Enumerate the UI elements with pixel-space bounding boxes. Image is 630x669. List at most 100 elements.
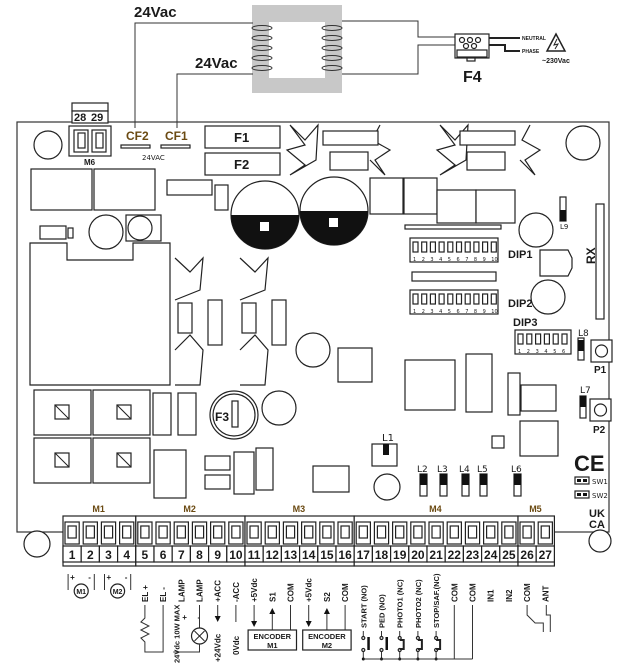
terminal-number-21[interactable]: 21: [429, 548, 443, 562]
lamp-plus: +: [182, 613, 187, 622]
terminal-number-6[interactable]: 6: [160, 548, 167, 562]
microcontroller: [404, 359, 456, 411]
dip-key[interactable]: [543, 333, 551, 345]
terminal-slot: [85, 525, 95, 539]
programming-header[interactable]: [465, 353, 493, 413]
dip-key[interactable]: [473, 241, 480, 253]
terminal-slot: [467, 525, 478, 539]
acc-plus-voltage: +24Vdc: [214, 633, 223, 662]
dip-position-label: 7: [465, 257, 468, 263]
p1-label: P1: [594, 365, 607, 376]
dip-key[interactable]: [534, 333, 542, 345]
nc-contact-icon: [399, 639, 405, 650]
terminal-number-14[interactable]: 14: [302, 548, 316, 562]
component: [459, 130, 516, 146]
dip-key[interactable]: [464, 241, 471, 253]
dip-key[interactable]: [490, 241, 497, 253]
terminal-29[interactable]: 29: [91, 112, 103, 124]
dip-key[interactable]: [490, 293, 497, 305]
dip-key[interactable]: [455, 241, 463, 253]
terminal-slot: [249, 525, 259, 539]
dip-key[interactable]: [552, 333, 559, 345]
terminal-number-1[interactable]: 1: [69, 548, 76, 562]
dip-key[interactable]: [473, 293, 480, 305]
dip-key[interactable]: [455, 293, 463, 305]
l7-label: L7: [580, 386, 591, 396]
component: [204, 474, 231, 490]
jumper-sw2[interactable]: [574, 490, 590, 499]
dip-key[interactable]: [412, 241, 419, 253]
terminal-slot: [540, 525, 551, 539]
terminal-number-20[interactable]: 20: [411, 548, 425, 562]
dip-key[interactable]: [429, 293, 436, 305]
dip-key[interactable]: [421, 241, 428, 253]
encoder-box: [302, 629, 352, 651]
dip-key[interactable]: [561, 333, 568, 345]
terminal-number-15[interactable]: 15: [320, 548, 334, 562]
pin-label-15: S2: [323, 592, 332, 602]
terminal-slot: [67, 525, 77, 539]
jumper-sw1[interactable]: [574, 476, 590, 485]
mains-connector-f4[interactable]: [454, 33, 490, 62]
dip-key[interactable]: [429, 241, 436, 253]
terminal-number-8[interactable]: 8: [196, 548, 203, 562]
secondary-label-1: 24Vac: [134, 4, 177, 21]
nc-contact-icon: [436, 639, 442, 650]
terminal-number-17[interactable]: 17: [357, 548, 371, 562]
button-p1[interactable]: [590, 339, 613, 363]
terminal-slot: [176, 525, 186, 539]
heatsink: [174, 256, 269, 386]
terminal-number-26[interactable]: 26: [520, 548, 534, 562]
fuse-f2[interactable]: [204, 152, 281, 176]
terminal-number-7[interactable]: 7: [178, 548, 185, 562]
terminal-number-3[interactable]: 3: [105, 548, 112, 562]
pin-label-21: STOP/SAF.(NC): [432, 573, 441, 628]
cf1-connector[interactable]: [160, 144, 191, 149]
terminal-number-10[interactable]: 10: [229, 548, 243, 562]
dip-position-label: 4: [439, 309, 442, 315]
capacitor: [88, 214, 124, 250]
dip-key[interactable]: [412, 293, 419, 305]
terminal-number-13[interactable]: 13: [284, 548, 298, 562]
terminal-28[interactable]: 28: [74, 112, 86, 124]
receiver-slot[interactable]: [595, 203, 605, 320]
dip-key[interactable]: [482, 241, 489, 253]
terminal-number-12[interactable]: 12: [266, 548, 280, 562]
terminal-block-m6: [68, 102, 112, 157]
dip1-label: DIP1: [508, 249, 532, 261]
terminal-number-4[interactable]: 4: [123, 548, 130, 562]
electrolytic-capacitor: [299, 176, 369, 246]
terminal-number-11[interactable]: 11: [248, 548, 261, 562]
dip-key[interactable]: [421, 293, 428, 305]
encoder-label: ENCODER: [254, 632, 292, 641]
dip-key[interactable]: [526, 333, 533, 345]
terminal-number-23[interactable]: 23: [466, 548, 480, 562]
fuse-f1[interactable]: [204, 125, 281, 149]
dip-key[interactable]: [447, 293, 454, 305]
dip-key[interactable]: [438, 241, 445, 253]
dip-key[interactable]: [482, 293, 489, 305]
terminal-number-2[interactable]: 2: [87, 548, 94, 562]
terminal-number-22[interactable]: 22: [448, 548, 462, 562]
terminal-slot: [376, 525, 387, 539]
dip-key[interactable]: [447, 241, 454, 253]
terminal-number-5[interactable]: 5: [142, 548, 149, 562]
terminal-number-27[interactable]: 27: [539, 548, 553, 562]
terminal-number-19[interactable]: 19: [393, 548, 407, 562]
terminal-number-25[interactable]: 25: [502, 548, 516, 562]
dip-key[interactable]: [438, 293, 445, 305]
terminal-number-18[interactable]: 18: [375, 548, 389, 562]
dip-key[interactable]: [517, 333, 524, 345]
component: [233, 451, 255, 495]
motor-label: M2: [113, 589, 123, 596]
button-p2[interactable]: [589, 398, 612, 422]
led-l3-on: [440, 474, 447, 485]
terminal-number-24[interactable]: 24: [484, 548, 498, 562]
f2-label: F2: [234, 157, 249, 172]
terminal-number-16[interactable]: 16: [338, 548, 352, 562]
terminal-slot: [395, 525, 405, 539]
dip-key[interactable]: [464, 293, 471, 305]
fuse-f3[interactable]: [209, 390, 259, 440]
cf2-connector[interactable]: [120, 144, 151, 149]
terminal-number-9[interactable]: 9: [214, 548, 221, 562]
